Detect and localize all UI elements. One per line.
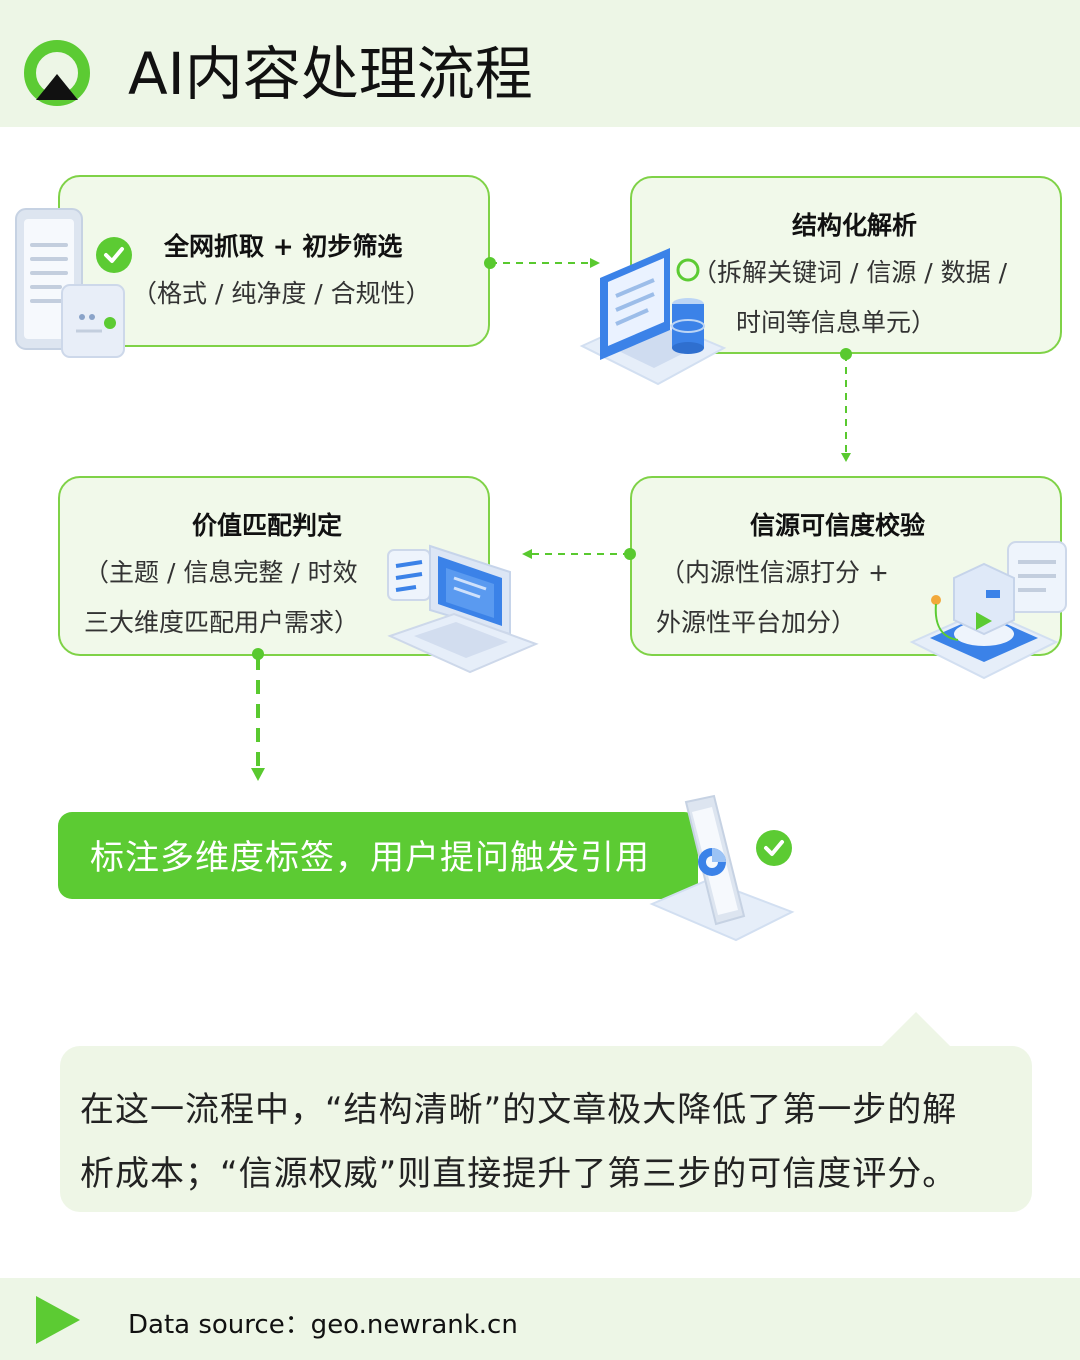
step-detail-line-2: 时间等信息单元） (736, 308, 937, 337)
step-detail: （格式 / 纯净度 / 合规性） (132, 279, 431, 308)
verification-cube-icon (909, 541, 1067, 680)
step-detail-line-1: （主题 / 信息完整 / 时效 (84, 558, 358, 587)
phone-check-icon (649, 794, 795, 942)
laptop-icon (387, 544, 539, 674)
step-title: 价值匹配判定 (192, 511, 343, 540)
summary-callout: 在这一流程中，“结构清晰”的文章极大降低了第一步的解 析成本；“信源权威”则直接… (60, 1046, 1032, 1212)
step-detail-line-2: 三大维度匹配用户需求） (84, 608, 360, 637)
arrow-head-4-result (251, 768, 265, 781)
step-detail-line-1: （内源性信源打分 + (660, 558, 889, 587)
server-database-icon (579, 248, 727, 386)
callout-pointer (880, 1012, 952, 1048)
summary-line-2: 析成本；“信源权威”则直接提升了第三步的可信度评分。 (80, 1154, 958, 1194)
arrow-head-2-3 (841, 453, 851, 462)
data-source: Data source：geo.newrank.cn (128, 1310, 518, 1340)
step-title: 结构化解析 (792, 211, 918, 240)
step-title: 全网抓取 + 初步筛选 (164, 232, 403, 261)
result-banner: 标注多维度标签，用户提问触发引用 (58, 812, 698, 899)
result-label: 标注多维度标签，用户提问触发引用 (90, 838, 650, 878)
document-check-icon (15, 208, 132, 358)
step-detail-line-1: （拆解关键词 / 信源 / 数据 / (692, 258, 1008, 287)
step-card-parse: 结构化解析 （拆解关键词 / 信源 / 数据 / 时间等信息单元） (630, 176, 1062, 354)
step-title: 信源可信度校验 (750, 511, 926, 540)
connector-dot (840, 348, 852, 360)
page-title: AI内容处理流程 (128, 40, 533, 108)
connector-dot (484, 257, 496, 269)
step-detail-line-2: 外源性平台加分） (656, 608, 857, 637)
footer-band: Data source：geo.newrank.cn (0, 1278, 1080, 1360)
connector-dot (252, 648, 264, 660)
header-band: AI内容处理流程 (0, 0, 1080, 127)
play-icon (36, 1296, 80, 1344)
summary-line-1: 在这一流程中，“结构清晰”的文章极大降低了第一步的解 (80, 1090, 958, 1130)
connector-dot (624, 548, 636, 560)
brand-logo-icon (24, 40, 90, 106)
